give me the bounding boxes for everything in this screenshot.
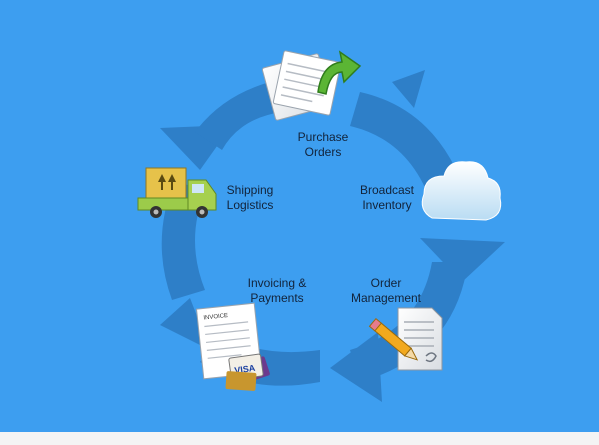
- delivery-truck-icon: [137, 167, 217, 218]
- cycle-arrow-upper-left: [195, 80, 282, 150]
- invoice-with-credit-cards-icon: INVOICE VISA: [195, 302, 270, 391]
- document-with-green-arrow-icon: [261, 50, 362, 121]
- step-label-invoicing-payments: Invoicing & Payments: [247, 276, 307, 305]
- step-label-shipping-logistics: Shipping Logistics: [226, 183, 274, 212]
- step-label-broadcast-inventory: Broadcast Inventory: [359, 183, 415, 212]
- cycle-arrow-head-bottom: [330, 332, 382, 402]
- document-with-pencil-icon: [368, 307, 443, 371]
- invoice-header-text: INVOICE: [203, 313, 228, 322]
- step-label-purchase-orders: Purchase Orders: [297, 130, 349, 159]
- cycle-arrow-head-top: [392, 70, 425, 108]
- cycle-arrow-head-right: [420, 238, 505, 282]
- cloud-icon: [421, 161, 502, 221]
- step-label-order-management: Order Management: [350, 276, 422, 305]
- bottom-strip: [0, 432, 599, 445]
- cycle-arrow-head-left: [160, 298, 210, 350]
